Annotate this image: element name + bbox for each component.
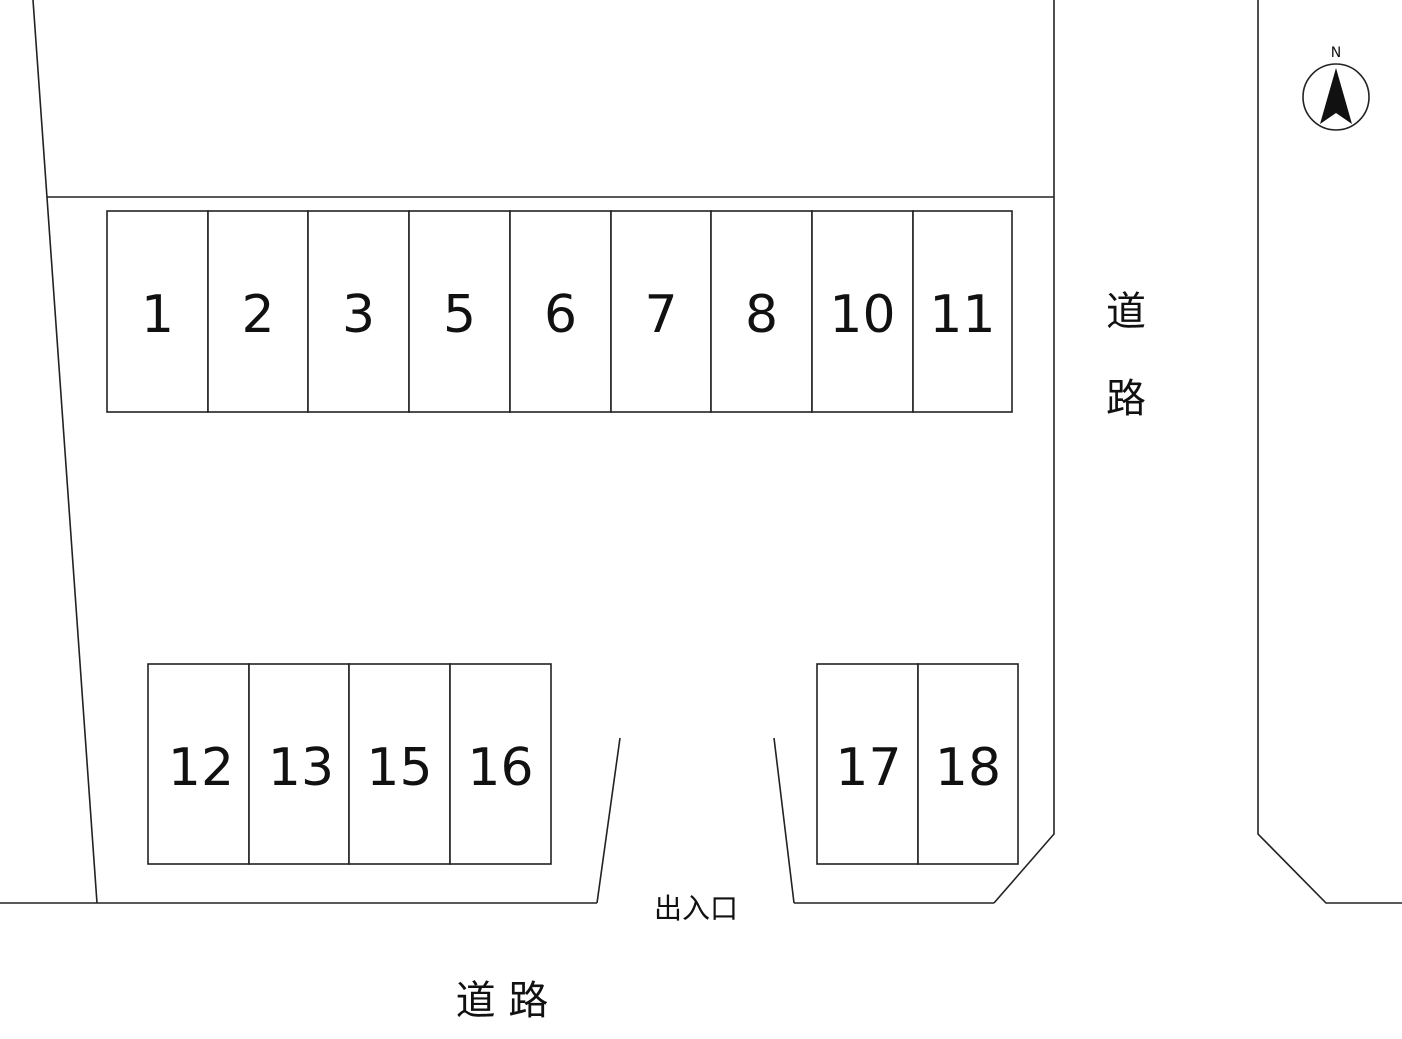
stall: 10	[811, 210, 914, 413]
stall: 1	[106, 210, 209, 413]
east-boundary-line	[993, 0, 1055, 904]
stall-number: 11	[929, 285, 995, 345]
stall: 17	[816, 663, 919, 865]
stall: 16	[449, 663, 552, 865]
stall-number: 2	[241, 285, 274, 345]
stall-number: 17	[835, 738, 901, 798]
stall: 7	[610, 210, 712, 413]
north-arrow-icon: N	[1302, 45, 1370, 131]
stall-number: 6	[544, 285, 577, 345]
stall: 15	[348, 663, 451, 865]
west-boundary-line	[32, 0, 98, 904]
stall-number: 7	[644, 285, 677, 345]
stall-number: 15	[366, 738, 432, 798]
entrance-label: 出入口	[654, 892, 738, 925]
east-road-label-bottom: 路	[1106, 376, 1146, 422]
stall-number: 5	[443, 285, 476, 345]
stall: 13	[248, 663, 350, 865]
stall-number: 16	[467, 738, 533, 798]
stall-number: 1	[141, 285, 174, 345]
stall-number: 10	[829, 285, 895, 345]
stall-number: 12	[168, 738, 234, 798]
stall-row-bottom-right: 17 18	[816, 663, 1019, 865]
stall-box	[348, 663, 451, 865]
entrance-left-curb	[596, 737, 621, 904]
site-boundary-lines	[0, 0, 1402, 904]
south-road-label: 道 路	[456, 978, 549, 1024]
stall: 6	[509, 210, 612, 413]
stall-number: 8	[745, 285, 778, 345]
stall-number: 3	[342, 285, 375, 345]
stall: 8	[710, 210, 813, 413]
stall: 18	[917, 663, 1019, 865]
stall-box	[912, 210, 1013, 413]
stall: 12	[147, 663, 250, 865]
stall-box	[816, 663, 919, 865]
stall-number: 13	[268, 738, 334, 798]
stall-box	[449, 663, 552, 865]
stall: 3	[307, 210, 410, 413]
stall: 5	[408, 210, 511, 413]
stall-number: 18	[935, 738, 1001, 798]
stall-box	[811, 210, 914, 413]
stall-box	[207, 210, 309, 413]
stall-box	[610, 210, 712, 413]
north-letter: N	[1331, 45, 1341, 61]
east-road-label-top: 道	[1106, 289, 1146, 335]
stall: 11	[912, 210, 1013, 413]
stall-box	[248, 663, 350, 865]
stall-box	[917, 663, 1019, 865]
entrance-right-curb	[773, 737, 795, 904]
stall: 2	[207, 210, 309, 413]
east-road-far-curb	[1257, 0, 1402, 904]
stall-row-bottom-left: 12 13 15 16	[147, 663, 552, 865]
stall-box	[106, 210, 209, 413]
north-arrow	[1320, 68, 1352, 124]
stall-row-top: 1 2 3 5 6 7 8 10	[106, 210, 1013, 413]
stall-box	[710, 210, 813, 413]
